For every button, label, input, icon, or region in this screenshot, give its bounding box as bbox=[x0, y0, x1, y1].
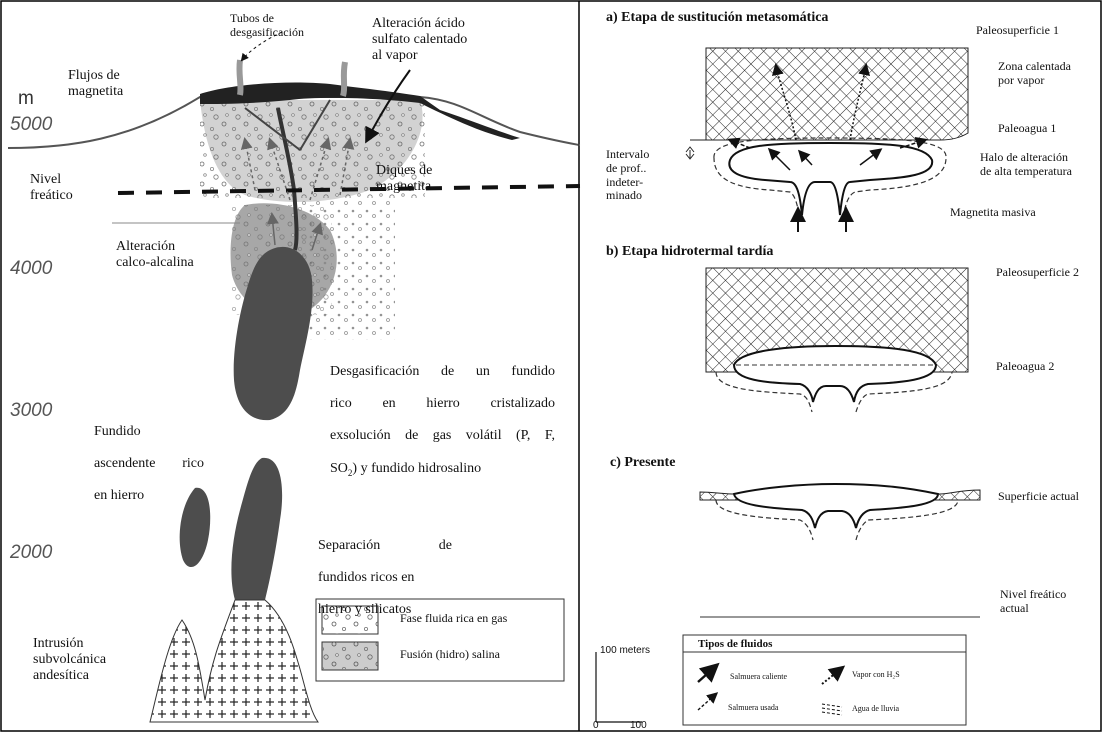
fluid-label-vapor: Vapor con H₂S bbox=[852, 670, 900, 679]
scale-label: 100 meters bbox=[600, 645, 650, 657]
legend-swatch-brine-fill bbox=[322, 642, 378, 670]
rising-melt-line-2: ascendente rico bbox=[94, 456, 204, 472]
depth-label-5000: 5000 bbox=[10, 114, 52, 136]
label-calc-alkaline: Alteración calco-alcalina bbox=[116, 239, 194, 271]
label-alteration-halo: Halo de alteración de alta temperatura bbox=[980, 151, 1072, 179]
scale-bar bbox=[596, 652, 642, 722]
legend-label-saline-melt: Fusión (hidro) salina bbox=[400, 648, 500, 662]
label-current-water-table: Nivel freático actual bbox=[1000, 588, 1066, 616]
label-massive-magnetite: Magnetita masiva bbox=[950, 206, 1036, 220]
degassing-line-4: SO2) y fundido hidrosalino bbox=[330, 461, 555, 478]
stage-c-title: c) Presente bbox=[610, 455, 675, 471]
stage-b-diagram bbox=[706, 268, 968, 412]
label-paleosurface-2: Paleosuperficie 2 bbox=[996, 266, 1079, 280]
legend-label-gas-phase: Fase fluida rica en gas bbox=[400, 612, 507, 626]
magnetite-body-b bbox=[734, 346, 936, 402]
fluid-label-used-brine: Salmuera usada bbox=[728, 703, 778, 712]
label-magnetite-dikes: Diques de magnetita bbox=[376, 163, 432, 195]
fluid-legend-title: Tipos de fluidos bbox=[698, 638, 772, 651]
label-degassing-melt: Desgasificación de un fundido rico en hi… bbox=[330, 348, 555, 494]
degassing-tube-1 bbox=[239, 60, 240, 95]
separation-line-1: Separación de bbox=[318, 538, 452, 554]
label-magnetite-flows: Flujos de magnetita bbox=[68, 68, 123, 100]
label-rising-melt: Fundido ascendente rico en hierro bbox=[94, 408, 204, 521]
stage-a-title: a) Etapa de sustitución metasomática bbox=[606, 10, 828, 26]
degassing-line-3: exsolución de gas volátil (P, F, bbox=[330, 428, 555, 444]
scale-hundred: 100 bbox=[630, 720, 647, 732]
subvolcanic-intrusion bbox=[150, 600, 318, 722]
melt-blob-large bbox=[231, 458, 282, 600]
label-intrusion: Intrusión subvolcánica andesítica bbox=[33, 636, 106, 684]
stage-c-diagram bbox=[700, 484, 980, 617]
label-paleowater-2: Paleoagua 2 bbox=[996, 360, 1054, 374]
label-steam-heated-zone: Zona calentada por vapor bbox=[998, 60, 1071, 88]
magnetite-body-c bbox=[734, 484, 938, 528]
depth-label-4000: 4000 bbox=[10, 258, 52, 280]
stage-a-diagram bbox=[686, 48, 968, 232]
stage-b-title: b) Etapa hidrotermal tardía bbox=[606, 244, 773, 260]
degassing-line-1: Desgasificación de un fundido bbox=[330, 364, 555, 380]
depth-unit-label: m bbox=[18, 88, 34, 110]
used-brine-arrow-a2 bbox=[900, 140, 925, 148]
degassing-tube-2 bbox=[343, 62, 345, 96]
depth-label-2000: 2000 bbox=[10, 542, 52, 564]
degassing-so2: SO bbox=[330, 461, 348, 476]
depth-label-3000: 3000 bbox=[10, 400, 52, 422]
rising-melt-line-1: Fundido bbox=[94, 424, 204, 440]
magnetite-body-a bbox=[729, 143, 932, 215]
label-degassing-tubes: Tubos de desgasificación bbox=[230, 12, 304, 40]
label-acid-alteration: Alteración ácido sulfato calentado al va… bbox=[372, 16, 467, 64]
label-paleosurface-1: Paleosuperficie 1 bbox=[976, 24, 1059, 38]
fluid-label-hot-brine: Salmuera caliente bbox=[730, 672, 787, 681]
fluid-label-rainwater: Agua de lluvia bbox=[852, 704, 899, 713]
label-paleowater-1: Paleoagua 1 bbox=[998, 122, 1056, 136]
label-water-table: Nivel freático bbox=[30, 172, 73, 204]
degassing-rest: ) y fundido hidrosalino bbox=[352, 461, 481, 476]
degassing-line-2: rico en hierro cristalizado bbox=[330, 396, 555, 412]
separation-line-2: fundidos ricos en bbox=[318, 570, 452, 586]
scale-zero: 0 bbox=[593, 720, 599, 732]
stage-a-cap bbox=[706, 48, 968, 140]
label-depth-interval: Intervalo de prof.. indeter- minado bbox=[606, 148, 649, 203]
label-current-surface: Superficie actual bbox=[998, 490, 1079, 504]
rising-melt-line-3: en hierro bbox=[94, 488, 204, 504]
